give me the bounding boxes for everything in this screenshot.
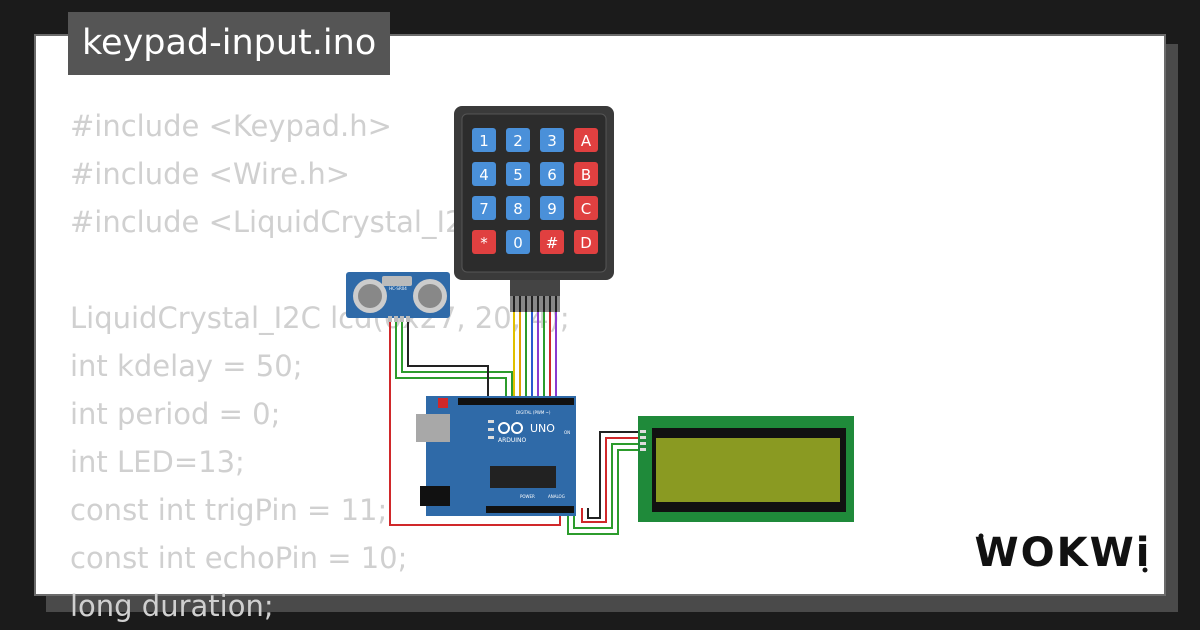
wire-lcd-gnd: [587, 431, 640, 519]
wokwi-logo: WOKWi: [975, 530, 1152, 576]
wires: [389, 312, 640, 535]
keypad-key-5[interactable]: 5: [506, 162, 530, 186]
wire-lcd-sda: [573, 443, 640, 529]
code-line: int period = 0;: [70, 397, 281, 431]
code-line: #include <Wire.h>: [70, 157, 351, 191]
keypad-key-label: 8: [513, 200, 523, 218]
code-line: const int echoPin = 10;: [70, 541, 408, 575]
keypad-key-label: 7: [479, 200, 489, 218]
keypad-key-#[interactable]: #: [540, 230, 564, 254]
arduino-uno[interactable]: UNO ARDUINO DIGITAL (PWM ~) POWER ANALOG…: [416, 396, 576, 516]
keypad-key-0[interactable]: 0: [506, 230, 530, 254]
keypad-key-B[interactable]: B: [574, 162, 598, 186]
keypad-key-8[interactable]: 8: [506, 196, 530, 220]
code-line: long duration;: [70, 589, 274, 623]
keypad-pins: [513, 296, 557, 312]
keypad-key-label: 3: [547, 132, 557, 150]
arduino-brand: ARDUINO: [498, 437, 527, 444]
wokwi-logo-dots: [978, 533, 1148, 573]
keypad-key-label: #: [546, 234, 559, 252]
keypad-key-label: *: [480, 234, 488, 252]
keypad-key-C[interactable]: C: [574, 196, 598, 220]
keypad-key-label: 9: [547, 200, 557, 218]
keypad-key-label: 6: [547, 166, 557, 184]
sensor-label: HC-SR04: [389, 286, 407, 291]
arduino-on-label: ON: [564, 430, 570, 435]
keypad-key-label: 1: [479, 132, 489, 150]
wire-red-vcc: [389, 318, 561, 526]
code-line: #include <Keypad.h>: [70, 109, 392, 143]
keypad-key-2[interactable]: 2: [506, 128, 530, 152]
arduino-model: UNO: [530, 422, 555, 435]
keypad-key-label: 0: [513, 234, 523, 252]
code-line: int LED=13;: [70, 445, 245, 479]
keypad[interactable]: 1 2 3 A 4 5 6 B 7 8 9 C * 0 # D: [454, 106, 614, 312]
keypad-key-A[interactable]: A: [574, 128, 598, 152]
keypad-key-label: A: [581, 132, 592, 150]
wire-lcd-scl: [567, 449, 640, 535]
keypad-key-label: B: [581, 166, 591, 184]
wire-green-trig: [395, 318, 507, 396]
file-title: keypad-input.ino: [68, 12, 391, 75]
arduino-leds: [488, 420, 494, 439]
sensor-pins: [388, 316, 410, 322]
ultrasonic-sensor[interactable]: HC-SR04: [346, 272, 450, 322]
keypad-key-label: C: [581, 200, 591, 218]
keypad-key-label: 4: [479, 166, 489, 184]
arduino-analog-label: ANALOG: [548, 494, 565, 499]
wire-lcd-vcc: [581, 437, 640, 523]
lcd-pins: [640, 430, 646, 451]
wokwi-logo-text: WOKWi: [975, 530, 1152, 576]
keypad-key-9[interactable]: 9: [540, 196, 564, 220]
keypad-key-1[interactable]: 1: [472, 128, 496, 152]
keypad-key-4[interactable]: 4: [472, 162, 496, 186]
keypad-key-label: D: [580, 234, 592, 252]
code-line: int kdelay = 50;: [70, 349, 303, 383]
code-line: const int trigPin = 11;: [70, 493, 388, 527]
wire-black-gnd: [407, 318, 489, 396]
keypad-keys[interactable]: 1 2 3 A 4 5 6 B 7 8 9 C * 0 # D: [472, 128, 598, 254]
arduino-logo-icon: [498, 422, 523, 434]
arduino-digital-label: DIGITAL (PWM ~): [516, 410, 551, 415]
lcd-display[interactable]: [638, 416, 854, 522]
keypad-key-3[interactable]: 3: [540, 128, 564, 152]
wire-green-echo: [401, 318, 513, 396]
keypad-key-label: 5: [513, 166, 523, 184]
arduino-power-label: POWER: [520, 494, 535, 499]
keypad-key-D[interactable]: D: [574, 230, 598, 254]
keypad-key-*[interactable]: *: [472, 230, 496, 254]
keypad-key-7[interactable]: 7: [472, 196, 496, 220]
keypad-key-6[interactable]: 6: [540, 162, 564, 186]
keypad-key-label: 2: [513, 132, 523, 150]
